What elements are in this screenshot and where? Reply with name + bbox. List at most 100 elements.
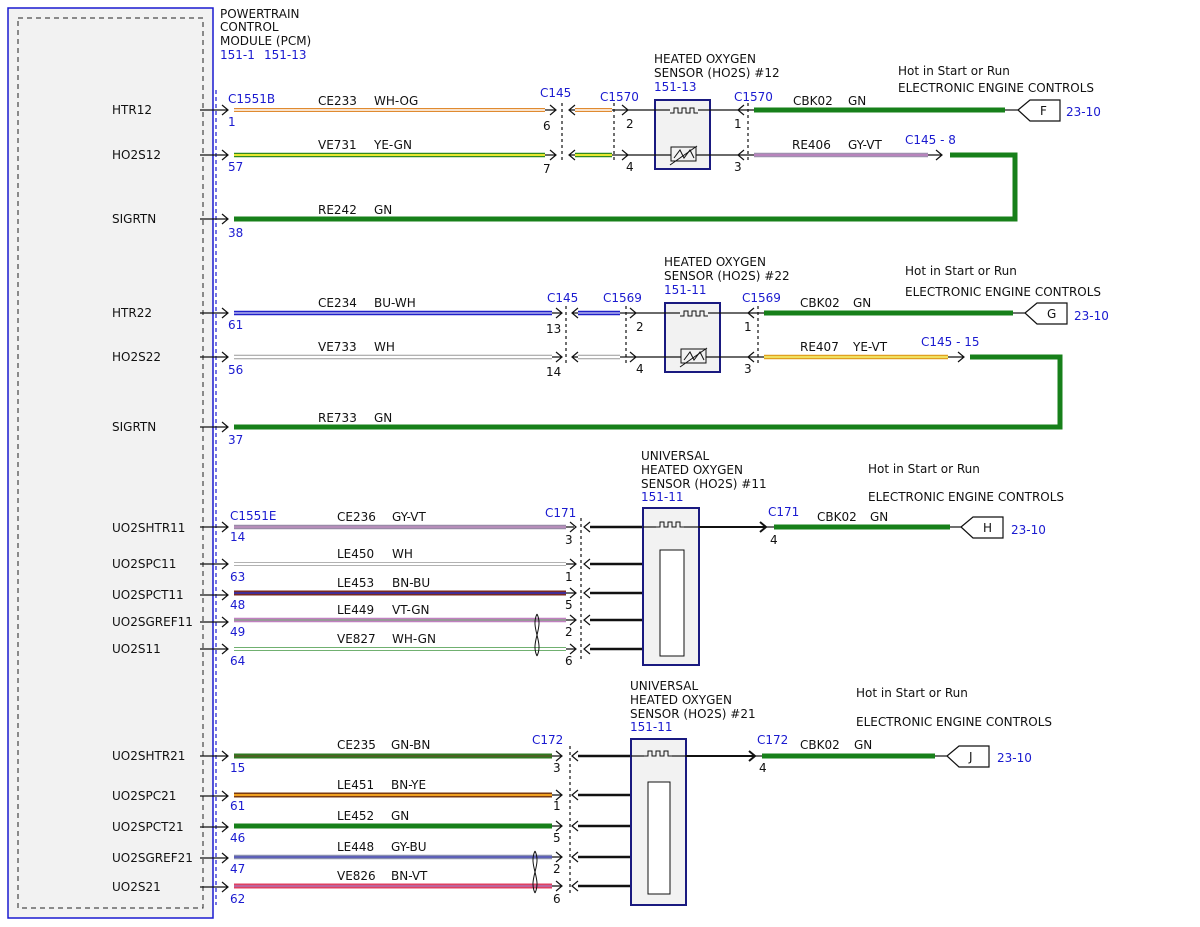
pin-label: UO2SPC11: [112, 557, 176, 571]
sensor-11-ref[interactable]: 151-11: [641, 490, 684, 504]
connector-c171[interactable]: C171: [545, 506, 576, 520]
connector-c145-arrows: [545, 103, 576, 162]
twisted-pair-icon: [534, 613, 540, 657]
feed-g-tag[interactable]: [1024, 302, 1068, 325]
feed-j-system: ELECTRONIC ENGINE CONTROLS: [856, 715, 1052, 729]
wire-color: BN-YE: [391, 778, 426, 792]
pin-c172: 3: [553, 761, 561, 775]
feed-g-letter: G: [1047, 307, 1056, 321]
sensor-22-pin-1: 1: [744, 320, 752, 334]
wire-circuit: CE235: [337, 738, 376, 752]
feed-f-ref[interactable]: 23-10: [1066, 105, 1101, 119]
wire-circuit: LE452: [337, 809, 374, 823]
sensor-22-title-1: HEATED OXYGEN: [664, 255, 766, 269]
connector-c1570[interactable]: C1570: [600, 90, 639, 104]
pin-c171: 5: [565, 598, 573, 612]
sensor-11-title-3: SENSOR (HO2S) #11: [641, 477, 767, 491]
connector-c145-2[interactable]: C145: [547, 291, 578, 305]
pin-number: 61: [228, 318, 243, 332]
sensor-12-title-1: HEATED OXYGEN: [654, 52, 756, 66]
feed-f-circuit: CBK02: [793, 94, 833, 108]
wire-color: GY-BU: [391, 840, 427, 854]
pin-label: SIGRTN: [112, 420, 156, 434]
sensor-22-conn[interactable]: C1569: [742, 291, 781, 305]
pcm-pin-labels: HTR12 HO2S12 SIGRTN HTR22 HO2S22 SIGRTN …: [112, 103, 193, 894]
feed-j-tag[interactable]: [946, 745, 990, 768]
pin-number: 14: [230, 530, 245, 544]
pin-label: UO2SHTR11: [112, 521, 185, 535]
pin-number: 37: [228, 433, 243, 447]
wire-circuit: LE449: [337, 603, 374, 617]
pin-label: UO2SPCT11: [112, 588, 184, 602]
wire-color: WH-GN: [392, 632, 436, 646]
wire-circuit: CE236: [337, 510, 376, 524]
pin-number: 64: [230, 654, 245, 668]
pin-number: 1: [228, 115, 236, 129]
pin-c172: 1: [553, 799, 561, 813]
pcm-ref-2[interactable]: 151-13: [264, 48, 307, 62]
sensor-12-conn[interactable]: C1570: [734, 90, 773, 104]
feed-j-letter: J: [968, 750, 973, 764]
sensor-21-ref[interactable]: 151-11: [630, 720, 673, 734]
return-re407-color: YE-VT: [852, 340, 888, 354]
connector-c1570-arrows: [612, 103, 629, 162]
pin-label: HO2S22: [112, 350, 161, 364]
return-re407-conn[interactable]: C145 - 15: [921, 335, 980, 349]
feed-j-ref[interactable]: 23-10: [997, 751, 1032, 765]
pin-c1570-2: 2: [626, 117, 634, 131]
pin-c172: 2: [553, 862, 561, 876]
feed-h-circuit: CBK02: [817, 510, 857, 524]
wire-circuit: VE826: [337, 869, 376, 883]
connector-c145[interactable]: C145: [540, 86, 571, 100]
heater-icon: [680, 310, 708, 317]
wire-circuit: LE450: [337, 547, 374, 561]
connector-c1569[interactable]: C1569: [603, 291, 642, 305]
pin-label: UO2SGREF11: [112, 615, 193, 629]
wire-re733: [234, 354, 1063, 430]
wire-circuit: LE451: [337, 778, 374, 792]
wire-circuit: RE242: [318, 203, 357, 217]
pcm-connector-c1551b[interactable]: C1551B: [228, 92, 275, 106]
pin-number: 46: [230, 831, 245, 845]
feed-h-tag[interactable]: [960, 516, 1004, 539]
feed-h-system: ELECTRONIC ENGINE CONTROLS: [868, 490, 1064, 504]
wire-circuit: VE733: [318, 340, 357, 354]
sensor-22-pin-3: 3: [744, 362, 752, 376]
wire-circuit: RE733: [318, 411, 357, 425]
feed-g-hot: Hot in Start or Run: [905, 264, 1017, 278]
feed-h-letter: H: [983, 521, 992, 535]
pin-number: 61: [230, 799, 245, 813]
sensor-element-icon: [659, 549, 685, 657]
pcm-title-2: CONTROL: [220, 20, 279, 34]
sensor-12-ref[interactable]: 151-13: [654, 80, 697, 94]
sensor-11-conn[interactable]: C171: [768, 505, 799, 519]
wire-color: GN: [391, 809, 409, 823]
sensor-22-ref[interactable]: 151-11: [664, 283, 707, 297]
pin-label: HTR22: [112, 306, 152, 320]
pcm-pin-numbers: 1 57 38 61 56 37 14 63 48 49 64 15 61 46…: [228, 115, 245, 906]
pcm-ref-1[interactable]: 151-1: [220, 48, 255, 62]
wire-circuit: LE453: [337, 576, 374, 590]
wire-color: GY-VT: [392, 510, 426, 524]
feed-h-color: GN: [870, 510, 888, 524]
sensor-22-box[interactable]: [664, 302, 721, 373]
connector-c172[interactable]: C172: [532, 733, 563, 747]
pin-label: HTR12: [112, 103, 152, 117]
feed-g-ref[interactable]: 23-10: [1074, 309, 1109, 323]
return-re406-conn[interactable]: C145 - 8: [905, 133, 956, 147]
sensor-21-conn[interactable]: C172: [757, 733, 788, 747]
pcm-connector-c1551e[interactable]: C1551E: [230, 509, 277, 523]
wire-color: WH-OG: [374, 94, 418, 108]
pin-label: UO2SPC21: [112, 789, 176, 803]
pin-c1569-2: 2: [636, 320, 644, 334]
sensor-11-title-1: UNIVERSAL: [641, 449, 709, 463]
return-re406-color: GY-VT: [848, 138, 882, 152]
return-re407-circuit: RE407: [800, 340, 839, 354]
feed-h-ref[interactable]: 23-10: [1011, 523, 1046, 537]
wire-re242: [234, 152, 1018, 222]
pin-label: UO2SGREF21: [112, 851, 193, 865]
feed-f-tag[interactable]: [1017, 99, 1061, 122]
feed-h-hot: Hot in Start or Run: [868, 462, 980, 476]
pin-label: UO2SHTR21: [112, 749, 185, 763]
sensor-11-title-2: HEATED OXYGEN: [641, 463, 743, 477]
